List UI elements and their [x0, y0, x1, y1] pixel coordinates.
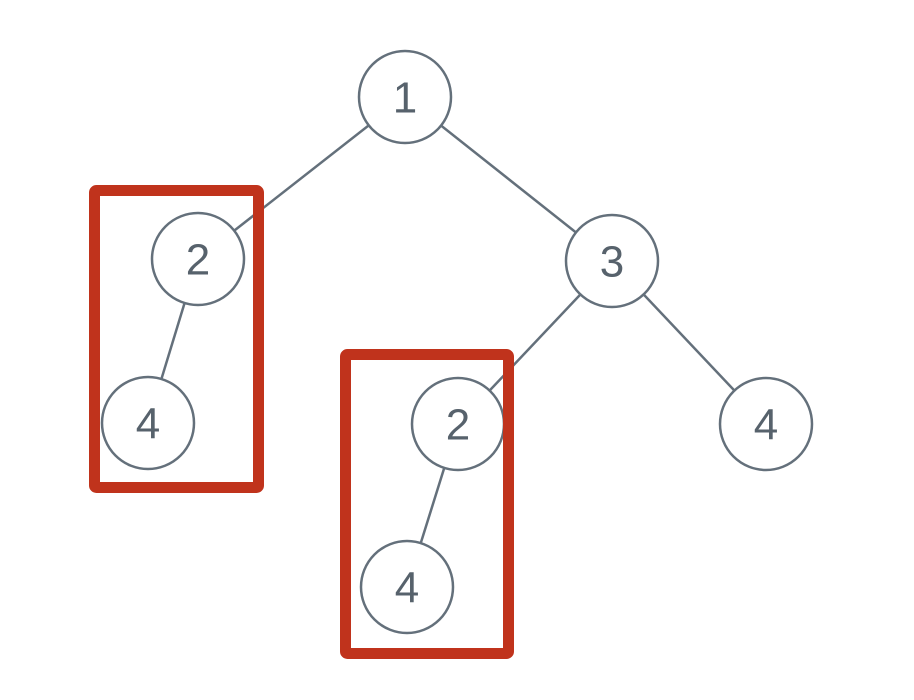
node-4-under-left-2-circle [100, 375, 196, 471]
node-4-under-mid-2-label: 4 [395, 563, 419, 612]
node-3-right-label: 3 [600, 237, 624, 286]
duplicate-subtree-box-mid [340, 349, 514, 659]
node-2-left-circle [150, 211, 246, 307]
node-3-right-circle [564, 213, 660, 309]
node-4-right-circle [718, 376, 814, 472]
node-4-right-label: 4 [754, 400, 778, 449]
node-4-under-mid-2-circle [359, 539, 455, 635]
node-4-under-left-2-label: 4 [136, 399, 160, 448]
duplicate-subtree-box-left [89, 185, 264, 493]
node-1-root-label: 1 [393, 73, 417, 122]
node-2-left-label: 2 [186, 235, 210, 284]
node-1-root-circle [357, 49, 453, 145]
node-2-under-3-label: 2 [446, 400, 470, 449]
